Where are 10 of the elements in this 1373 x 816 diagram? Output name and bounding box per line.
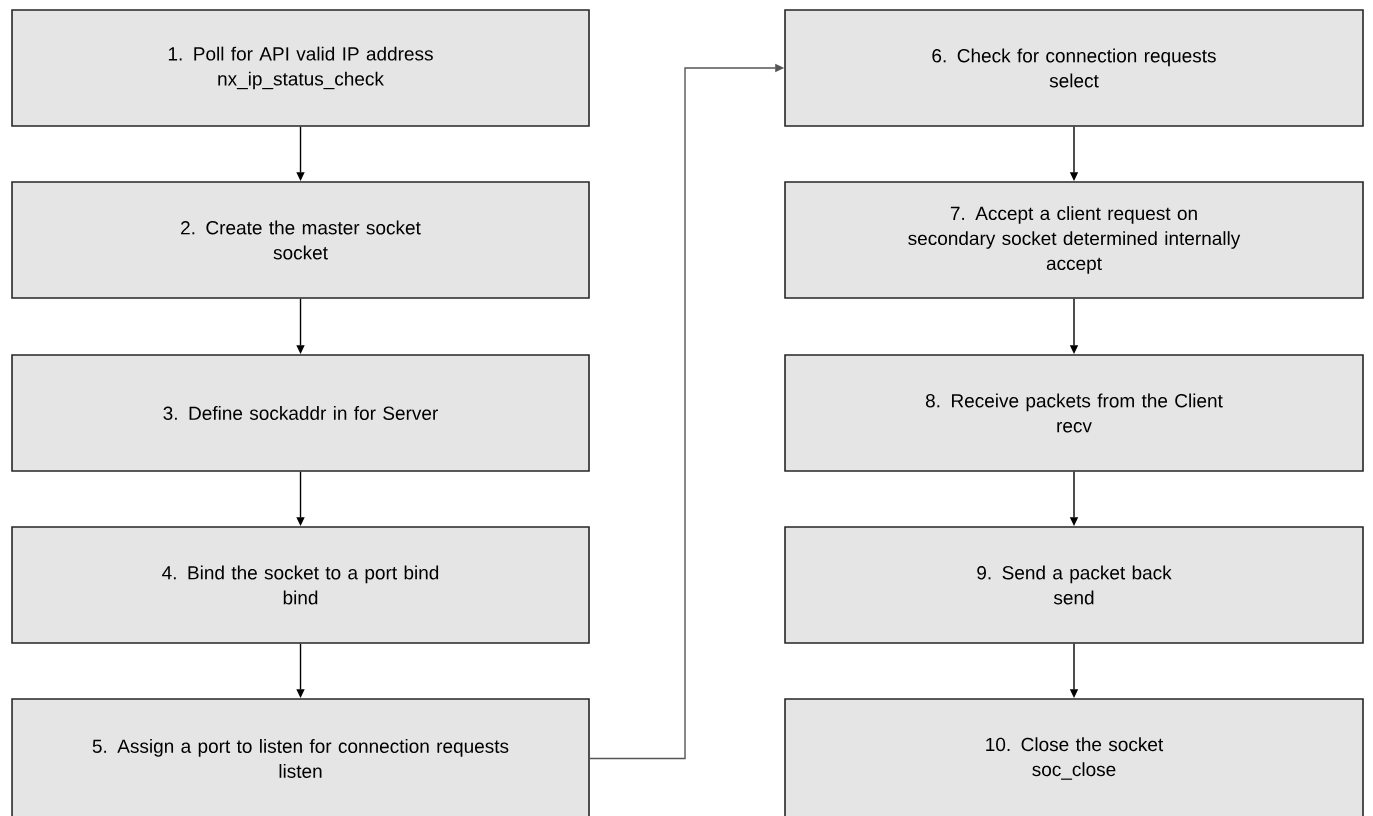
process-box: 10. Close the socket soc_close (784, 698, 1364, 816)
process-box: 2. Create the master socket socket (11, 181, 590, 299)
process-box: 4. Bind the socket to a port bind bind (11, 526, 590, 644)
process-box: 3. Define sockaddr in for Server (11, 354, 590, 472)
process-box: 9. Send a packet back send (784, 526, 1364, 644)
process-box: 8. Receive packets from the Client recv (784, 354, 1364, 472)
process-box: 5. Assign a port to listen for connection requests listen (11, 698, 590, 816)
process-box: 6. Check for connection requests select (784, 9, 1364, 127)
process-box: 7. Accept a client request on secondary socket determined internally accept (784, 181, 1364, 299)
process-box: 1. Poll for API valid IP address nx_ip_status_check (11, 9, 590, 127)
